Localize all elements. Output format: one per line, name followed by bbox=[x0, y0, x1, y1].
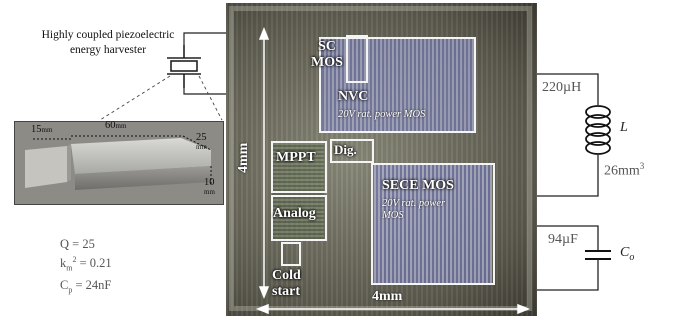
inductor-coil bbox=[585, 105, 611, 155]
harvester-photo bbox=[14, 121, 224, 205]
param-km-sub: m bbox=[66, 263, 73, 273]
dim-60mm-value: 60 bbox=[105, 120, 116, 131]
cap-symbol-sub: o bbox=[629, 251, 635, 263]
piezo-wire-bottom bbox=[183, 88, 228, 95]
param-km-value: = 0.21 bbox=[76, 256, 112, 271]
cap-wire-bottom bbox=[537, 259, 599, 291]
dim-60mm-unit: mm bbox=[115, 122, 127, 130]
cap-value: 94µF bbox=[548, 232, 578, 247]
die-width-label: 4mm bbox=[372, 289, 403, 304]
die-height-label: 4mm bbox=[236, 142, 251, 173]
dim-15mm-value: 15 bbox=[31, 124, 42, 135]
dim-10mm-value: 10 bbox=[204, 177, 215, 188]
block-analog bbox=[271, 195, 327, 241]
harvester-illustration bbox=[15, 122, 223, 204]
piezo-wire-top bbox=[183, 32, 228, 45]
die-dimension-arrows bbox=[255, 26, 531, 315]
dim-25mm-value: 25 bbox=[196, 132, 207, 143]
dim-60mm: 60mm bbox=[105, 120, 126, 131]
inductor-volume: 26mm3 bbox=[604, 161, 644, 180]
label-cold-line2: start bbox=[272, 284, 300, 299]
dim-15mm-unit: mm bbox=[41, 126, 53, 134]
block-nvc bbox=[319, 37, 476, 133]
label-cold-start: Cold start bbox=[272, 268, 301, 300]
inductor-value: 220µH bbox=[542, 80, 582, 95]
label-sc-mos: SC MOS bbox=[311, 39, 343, 71]
block-cold-start bbox=[281, 242, 301, 266]
inductor-volume-sup: 3 bbox=[639, 161, 645, 171]
capacitor-symbol bbox=[585, 250, 611, 260]
cap-symbol: Co bbox=[620, 245, 634, 263]
inductor-volume-base: 26mm bbox=[604, 163, 640, 179]
cap-wire-top bbox=[537, 225, 599, 250]
harvester-title: Highly coupled piezoelectric energy harv… bbox=[8, 28, 208, 58]
label-sece-sub: 20V rat. power MOS bbox=[382, 198, 445, 222]
block-mppt bbox=[271, 141, 327, 193]
callout-dash-right bbox=[198, 75, 223, 121]
harvester-title-line1: Highly coupled piezoelectric bbox=[41, 29, 175, 41]
param-cp-sub: p bbox=[68, 285, 73, 295]
param-cp-value: = 24nF bbox=[72, 277, 112, 292]
dim-10mm-unit: mm bbox=[204, 188, 215, 196]
param-km-sup: 2 bbox=[72, 255, 77, 264]
param-cp: Cp = 24nF bbox=[60, 277, 112, 299]
inductor-symbol: L bbox=[620, 120, 628, 135]
label-nvc: NVC bbox=[338, 89, 369, 104]
inductor-wire-bottom bbox=[537, 155, 599, 197]
sece-texture bbox=[372, 165, 492, 283]
harvester-params: Q = 25 km2 = 0.21 Cp = 24nF bbox=[60, 236, 112, 298]
label-dig: Dig. bbox=[334, 142, 357, 157]
chip-die-photo: SC MOS NVC 20V rat. power MOS MPPT Dig. … bbox=[226, 3, 537, 316]
label-sece-sub-line2: MOS bbox=[382, 210, 404, 221]
label-mppt: MPPT bbox=[276, 150, 316, 165]
label-nvc-sub: 20V rat. power MOS bbox=[338, 109, 426, 120]
param-q: Q = 25 bbox=[60, 237, 95, 251]
inductor-wire-top bbox=[537, 73, 599, 105]
label-sece-mos: SECE MOS bbox=[382, 178, 454, 193]
label-sc-line2: MOS bbox=[311, 55, 343, 70]
dim-15mm: 15mm bbox=[31, 124, 52, 135]
label-sc-line1: SC bbox=[317, 39, 336, 54]
dim-25mm-unit: mm bbox=[196, 143, 207, 151]
param-km-base: k bbox=[60, 256, 67, 271]
callout-dash-left bbox=[99, 75, 171, 121]
block-sece-mos bbox=[371, 163, 495, 285]
label-sece-sub-line1: 20V rat. power bbox=[382, 198, 446, 209]
label-cold-line1: Cold bbox=[272, 268, 301, 283]
piezo-symbol bbox=[167, 45, 201, 88]
param-km: km2 = 0.21 bbox=[60, 252, 112, 277]
block-dig bbox=[330, 139, 374, 163]
harvester-title-line2: energy harvester bbox=[69, 44, 147, 56]
param-cp-base: C bbox=[60, 277, 69, 292]
block-sc-mos bbox=[346, 35, 368, 83]
label-analog: Analog bbox=[273, 206, 316, 221]
cap-symbol-base: C bbox=[620, 245, 630, 260]
